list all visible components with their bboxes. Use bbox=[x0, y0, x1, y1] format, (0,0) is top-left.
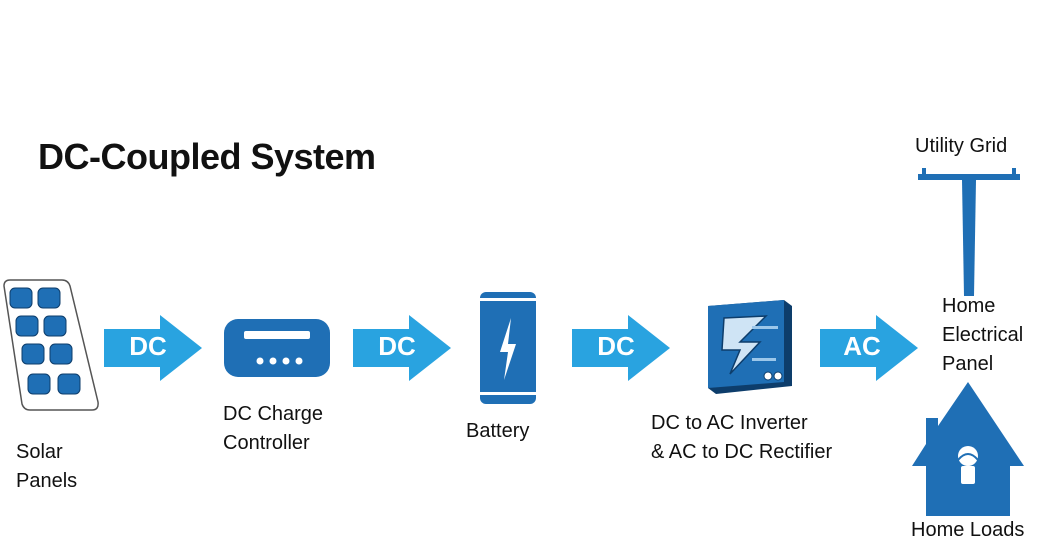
arrow-label-1: DC bbox=[129, 331, 167, 361]
charge-controller-icon bbox=[224, 319, 330, 377]
dc-arrow-3 bbox=[572, 315, 670, 381]
arrow-label-4: AC bbox=[843, 331, 881, 361]
house-icon bbox=[912, 382, 1024, 516]
battery-icon bbox=[480, 292, 536, 404]
arrow-label-2: DC bbox=[378, 331, 416, 361]
charge-controller-label: DC Charge Controller bbox=[223, 403, 324, 454]
solar-panel-icon bbox=[3, 279, 99, 411]
dc-arrow-1 bbox=[104, 315, 202, 381]
inverter-icon bbox=[708, 300, 792, 394]
home-loads-label: Home Loads bbox=[911, 519, 1025, 541]
battery-label: Battery bbox=[466, 420, 530, 442]
solar-panels-label: Solar Panels bbox=[16, 441, 78, 492]
utility-pole-icon bbox=[918, 168, 1020, 296]
ac-arrow bbox=[820, 315, 918, 381]
dc-arrow-2 bbox=[353, 315, 451, 381]
diagram-title: DC-Coupled System bbox=[38, 136, 376, 177]
home-electrical-panel-label: Home Electrical Panel bbox=[942, 295, 1024, 375]
inverter-label: DC to AC Inverter & AC to DC Rectifier bbox=[651, 412, 833, 463]
utility-grid-label: Utility Grid bbox=[915, 135, 1008, 157]
arrow-label-3: DC bbox=[597, 331, 635, 361]
